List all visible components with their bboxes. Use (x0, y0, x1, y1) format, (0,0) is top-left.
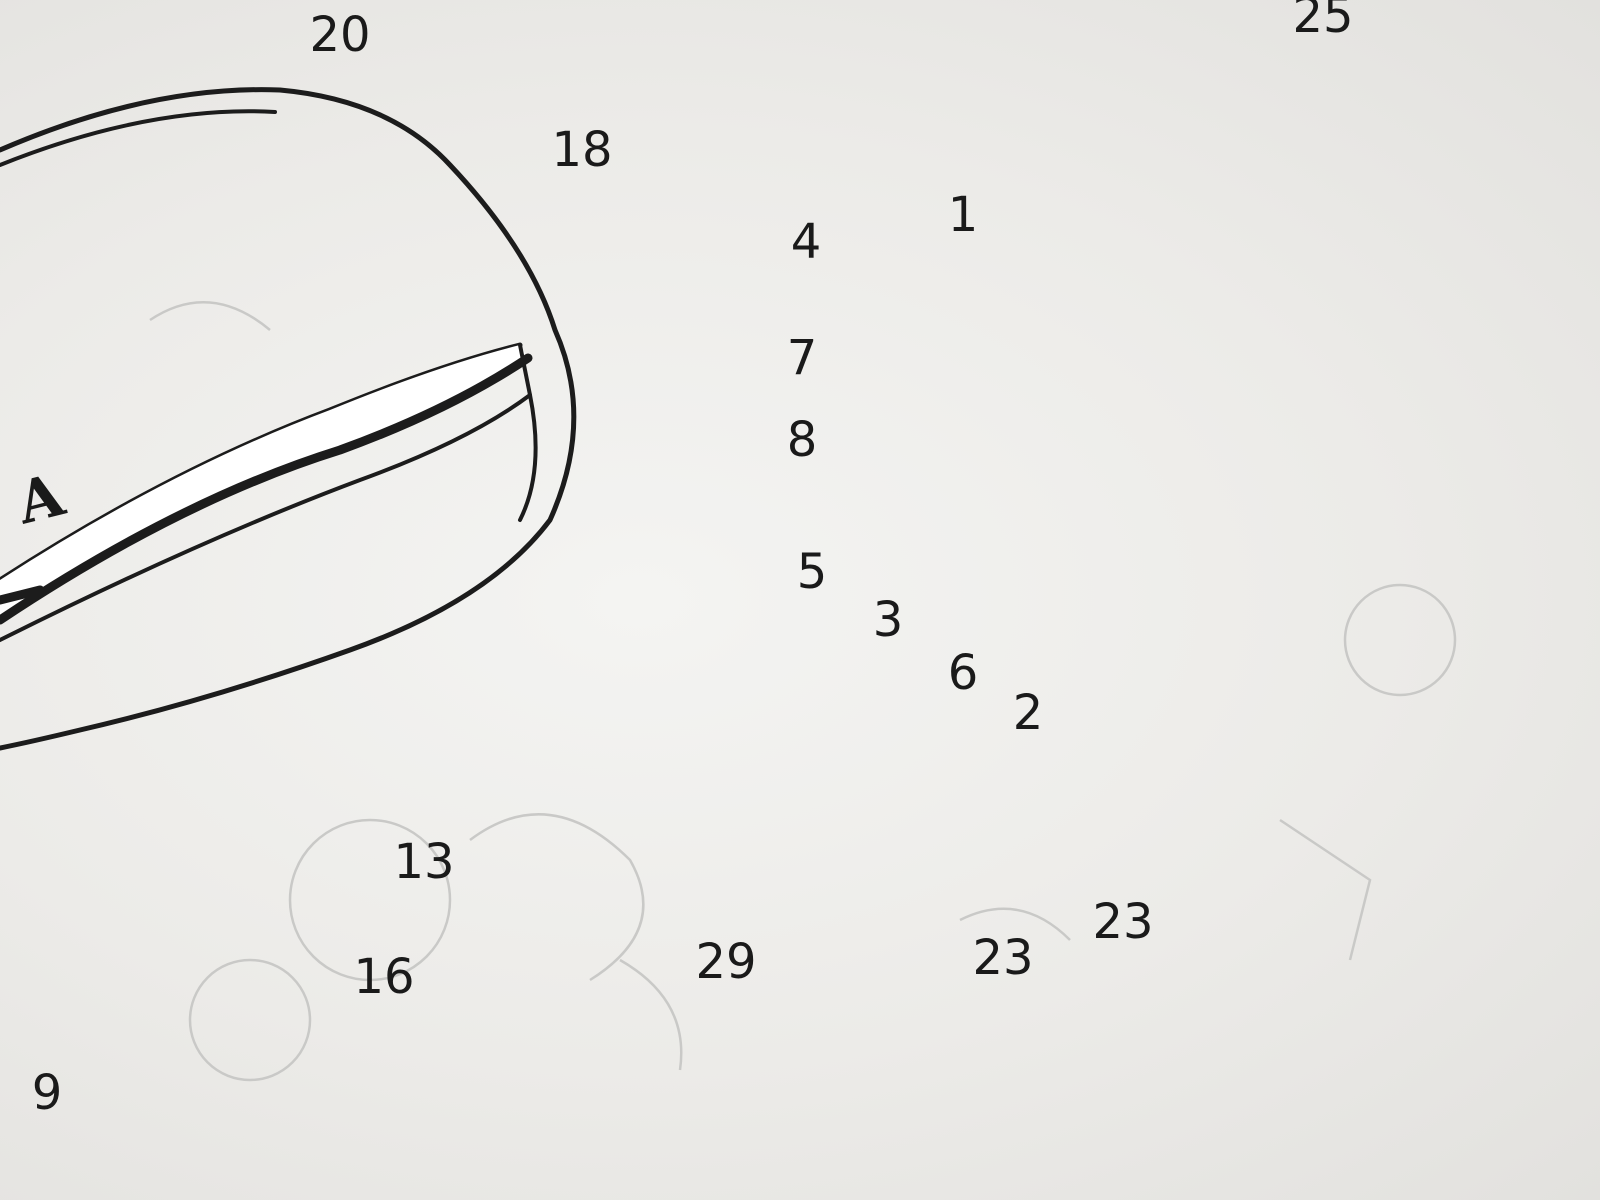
callout-29: 29 (695, 934, 757, 990)
callout-3: 3 (872, 592, 904, 648)
callout-8: 8 (786, 412, 818, 468)
callout-5: 5 (796, 544, 828, 600)
callout-16: 16 (353, 949, 415, 1005)
callout-9: 9 (31, 1065, 63, 1121)
callout-23-right: 23 (1092, 894, 1154, 950)
callout-25: 25 (1292, 0, 1354, 44)
callout-20: 20 (309, 7, 371, 63)
callout-23-left: 23 (972, 930, 1034, 986)
fuel-tank (0, 87, 577, 751)
callout-4: 4 (790, 214, 822, 270)
bleed-through-ghost-lines (149, 301, 1457, 1082)
callout-6: 6 (947, 645, 979, 701)
callout-2: 2 (1012, 685, 1044, 741)
callout-7: 7 (786, 330, 818, 386)
callout-13: 13 (393, 834, 455, 890)
callout-1: 1 (947, 187, 979, 243)
callout-18: 18 (551, 122, 613, 178)
